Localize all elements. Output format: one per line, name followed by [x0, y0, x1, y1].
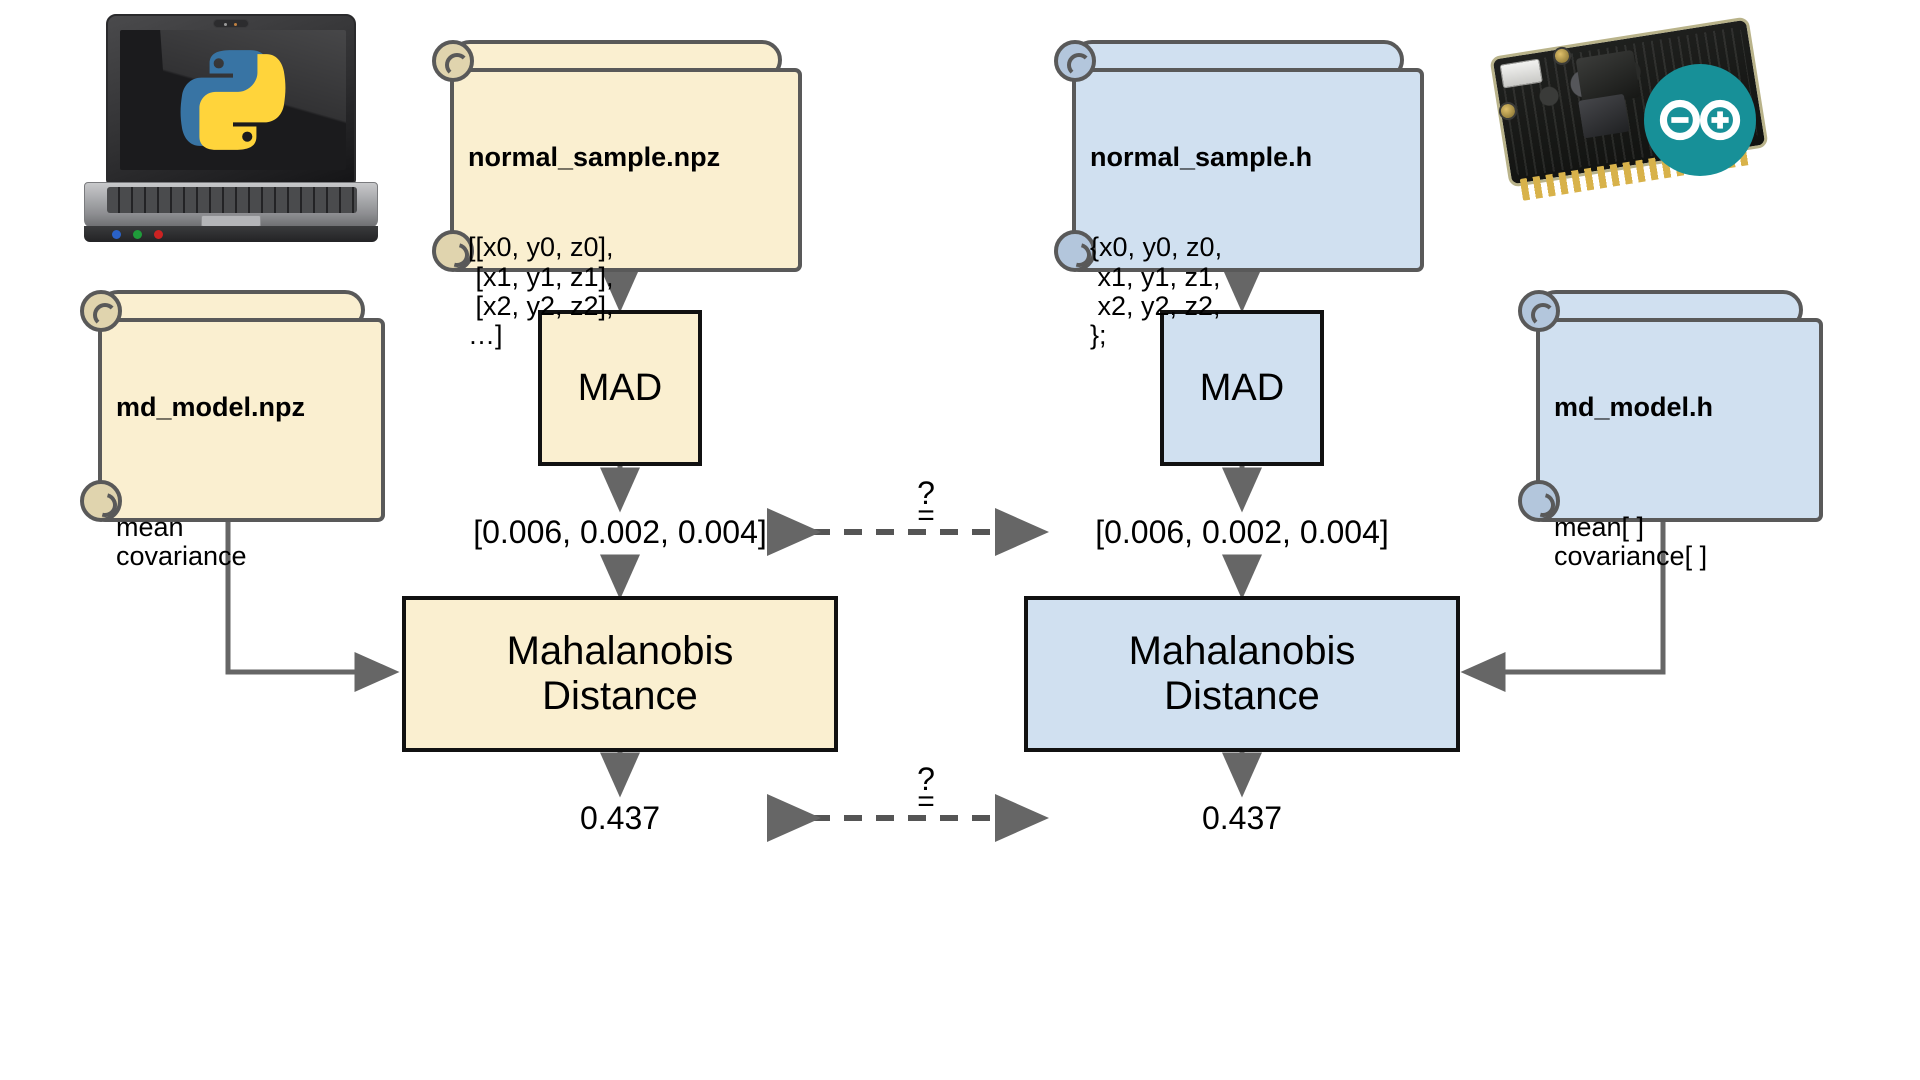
note-curl-bottom-left-icon [80, 480, 122, 522]
mahalanobis-label-line2: Distance [1164, 674, 1320, 718]
note-body [1072, 68, 1424, 272]
question-mark-icon: ? [917, 475, 935, 511]
laptop-python-icon [84, 14, 378, 246]
final-value-python: 0.437 [579, 800, 661, 836]
arduino-chip-b [1578, 93, 1630, 139]
mahalanobis-label-line2: Distance [542, 674, 698, 718]
mad-output-comparison-symbol: ? = [906, 475, 946, 533]
mad-output-python: [0.006, 0.002, 0.004] [473, 514, 767, 550]
final-value-arduino: 0.437 [1201, 800, 1283, 836]
note-body [98, 318, 385, 522]
note-normal-sample-npz: normal_sample.npz [[x0, y0, z0], [x1, y1… [432, 40, 802, 350]
question-mark-icon: ? [917, 761, 935, 797]
note-body [450, 68, 802, 272]
note-title: normal_sample.npz [468, 141, 721, 172]
note-lines: [[x0, y0, z0], [x1, y1, z1], [x2, y2, z2… [468, 232, 614, 351]
laptop-base [84, 182, 378, 228]
note-curl-bottom-left-icon [1054, 230, 1096, 272]
note-content: md_model.npz mean covariance [116, 334, 373, 571]
note-curl-top-left-icon [432, 40, 474, 82]
mad-box-label: MAD [1199, 366, 1285, 409]
note-curl-top-left-icon [80, 290, 122, 332]
final-value-comparison-symbol: ? = [906, 761, 946, 819]
note-content: normal_sample.npz [[x0, y0, z0], [x1, y1… [468, 84, 790, 350]
equals-icon: = [917, 785, 935, 819]
equals-icon: = [917, 499, 935, 533]
laptop-keyboard [107, 187, 357, 213]
mahalanobis-label-line1: Mahalanobis [1128, 629, 1356, 674]
laptop-port-lights [112, 230, 163, 239]
mahalanobis-distance-box-python: Mahalanobis Distance [402, 596, 838, 752]
note-content: normal_sample.h {x0, y0, z0, x1, y1, z1,… [1090, 84, 1412, 350]
mad-output-arduino: [0.006, 0.002, 0.004] [1095, 514, 1389, 550]
mahalanobis-distance-box-arduino: Mahalanobis Distance [1024, 596, 1460, 752]
mad-box-label: MAD [577, 366, 663, 409]
laptop-lid [106, 14, 356, 184]
note-title: md_model.npz [116, 391, 306, 422]
note-curl-top-left-icon [1054, 40, 1096, 82]
note-curl-bottom-left-icon [1518, 480, 1560, 522]
note-curl-top-left-icon [1518, 290, 1560, 332]
python-logo-icon [180, 50, 286, 150]
note-md-model-h: md_model.h mean[ ] covariance[ ] [1518, 290, 1823, 571]
mad-box-arduino: MAD [1160, 310, 1324, 466]
laptop-front-edge [84, 226, 378, 242]
note-md-model-npz: md_model.npz mean covariance [80, 290, 385, 571]
mahalanobis-label-line1: Mahalanobis [506, 629, 734, 674]
note-body [1536, 318, 1823, 522]
note-title: normal_sample.h [1090, 141, 1313, 172]
note-lines: mean[ ] covariance[ ] [1554, 511, 1708, 571]
note-lines: mean covariance [116, 511, 247, 571]
note-normal-sample-h: normal_sample.h {x0, y0, z0, x1, y1, z1,… [1054, 40, 1424, 350]
note-lines: {x0, y0, z0, x1, y1, z1, x2, y2, z2, }; [1090, 232, 1223, 351]
arduino-infinity-logo-icon [1644, 64, 1756, 176]
arduino-board-icon [1489, 12, 1808, 222]
note-curl-bottom-left-icon [432, 230, 474, 272]
mad-box-python: MAD [538, 310, 702, 466]
note-content: md_model.h mean[ ] covariance[ ] [1554, 334, 1811, 571]
laptop-webcam [213, 19, 249, 28]
laptop-screen [120, 30, 346, 170]
note-title: md_model.h [1554, 391, 1714, 422]
